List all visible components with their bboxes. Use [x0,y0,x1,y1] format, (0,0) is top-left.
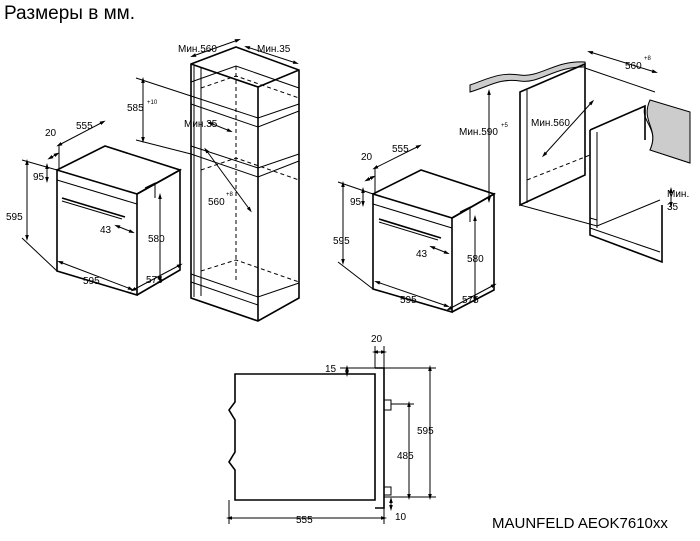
middle-oven-handle: 43 [416,249,428,260]
middle-oven [337,144,497,314]
column-tol-585: +10 [147,100,158,106]
column-height-585: 585 [127,103,144,114]
under-counter-width-560: 560 [625,61,642,72]
tall-column [135,38,300,322]
under-counter-cabinet [469,51,691,264]
left-oven-offset: 95 [33,172,45,183]
side-view-depth: 555 [296,515,313,526]
column-min-gap-top: Мин.35 [257,44,291,55]
under-counter-height-590: Мин.590 [459,127,498,138]
column-width-560: 560 [208,197,225,208]
left-oven-handle: 43 [100,225,112,236]
column-min-gap-mid: Мин.35 [184,119,218,130]
model-name: MAUNFELD AEOK7610xx [492,515,668,532]
column-tol-560: +8 [226,192,234,198]
left-oven-panel: 20 [45,128,57,139]
middle-oven-offset: 95 [350,197,362,208]
side-view-top-offset: 15 [325,364,337,375]
page-title: Размеры в мм. [4,3,136,24]
middle-oven-panel: 20 [361,152,373,163]
side-view-inner: 485 [397,451,414,462]
side-view-height: 595 [417,426,434,437]
middle-oven-height: 595 [333,236,350,247]
under-counter-min-depth: Мин.560 [531,118,570,129]
under-counter-min-gap-line1: Мин. [667,189,689,200]
left-oven-depth-top: 555 [76,121,93,132]
middle-oven-inner-height: 580 [467,254,484,265]
under-counter-tol-590: +5 [501,123,509,129]
under-counter-tol-560: +8 [644,56,652,62]
middle-oven-depth: 575 [462,295,479,306]
side-view [226,346,436,524]
side-view-panel: 20 [371,334,383,345]
left-oven-width: 595 [83,276,100,287]
column-min-width: Мин.560 [178,44,217,55]
left-oven-height: 595 [6,212,23,223]
left-oven-inner-height: 580 [148,234,165,245]
under-counter-min-gap-line2: 35 [667,202,679,213]
middle-oven-depth-top: 555 [392,144,409,155]
side-view-bottom: 10 [395,512,407,523]
left-oven-depth: 575 [146,275,163,286]
middle-oven-width: 595 [400,295,417,306]
left-oven [21,120,183,297]
